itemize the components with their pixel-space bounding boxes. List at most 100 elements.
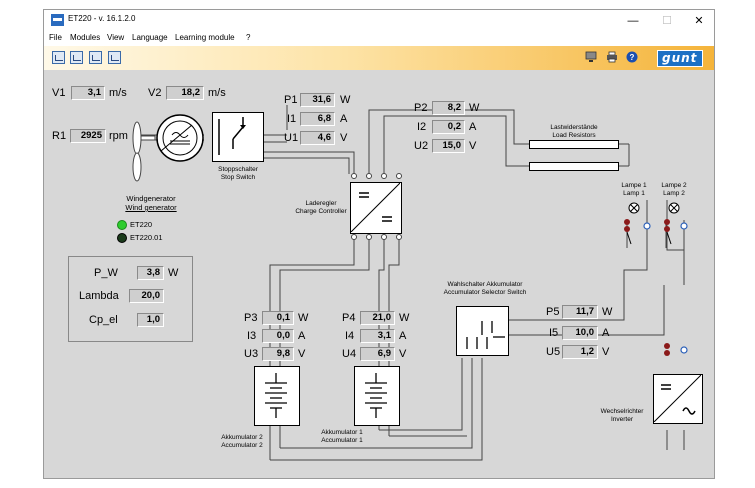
charge-controller-label-en: Charge Controller bbox=[295, 208, 347, 215]
load-resistors-label-de: Lastwiderstände bbox=[550, 124, 598, 131]
u4-unit: V bbox=[399, 348, 407, 360]
stop-switch-box[interactable] bbox=[212, 112, 264, 162]
selector-switch-box[interactable] bbox=[456, 306, 509, 356]
v2-label: V2 bbox=[148, 87, 162, 99]
accumulator-1-label-en: Accumulator 1 bbox=[321, 437, 363, 444]
inverter-box[interactable] bbox=[653, 374, 703, 424]
u4-value: 6,9 bbox=[360, 347, 395, 361]
i3-unit: A bbox=[298, 330, 306, 342]
led-et220-icon bbox=[117, 220, 127, 230]
lamp-1-label-de: Lampe 1 bbox=[621, 182, 647, 189]
stop-switch-label-en: Stop Switch bbox=[220, 174, 256, 181]
close-button[interactable]: ✕ bbox=[694, 15, 704, 27]
menu-view[interactable]: View bbox=[107, 33, 125, 42]
p3-label: P3 bbox=[244, 312, 258, 324]
p1-unit: W bbox=[340, 94, 351, 106]
gunt-logo: gunt bbox=[657, 50, 703, 67]
i3-label: I3 bbox=[247, 330, 257, 342]
i2-label: I2 bbox=[417, 121, 427, 133]
help-icon[interactable]: ? bbox=[626, 51, 638, 63]
inverter-label-de: Wechselrichter bbox=[600, 408, 644, 415]
v2-value: 18,2 bbox=[166, 86, 204, 100]
p5-label: P5 bbox=[546, 306, 560, 318]
cpel-label: Cp_el bbox=[89, 314, 118, 326]
led-et22001-icon bbox=[117, 233, 127, 243]
p2-unit: W bbox=[469, 102, 480, 114]
dc-dc-converter-icon bbox=[350, 182, 401, 233]
u3-value: 9,8 bbox=[262, 347, 294, 361]
lamp-circuit bbox=[624, 202, 688, 356]
menu-help[interactable]: ? bbox=[246, 33, 251, 42]
p1-value: 31,6 bbox=[300, 93, 335, 107]
menu-bar: File Modules View Language Learning modu… bbox=[44, 32, 714, 46]
u2-label: U2 bbox=[414, 140, 429, 152]
u2-value: 15,0 bbox=[432, 139, 465, 153]
i1-unit: A bbox=[340, 113, 348, 125]
pw-unit: W bbox=[168, 267, 179, 279]
u1-label: U1 bbox=[284, 132, 299, 144]
i2-value: 0,2 bbox=[432, 120, 465, 134]
i5-value: 10,0 bbox=[562, 326, 598, 340]
p4-unit: W bbox=[399, 312, 410, 324]
lamp-1-label-en: Lamp 1 bbox=[623, 190, 645, 197]
u5-unit: V bbox=[602, 346, 610, 358]
led-et22001-label: ET220.01 bbox=[130, 233, 163, 242]
selector-switch-label-de: Wahlschalter Akkumulator bbox=[447, 281, 523, 288]
i4-label: I4 bbox=[345, 330, 355, 342]
menu-file[interactable]: File bbox=[49, 33, 62, 42]
chart-icon-2[interactable] bbox=[70, 51, 83, 64]
dc-ac-inverter-icon bbox=[653, 374, 702, 423]
v1-unit: m/s bbox=[109, 87, 127, 99]
p1-label: P1 bbox=[284, 94, 298, 106]
r1-label: R1 bbox=[52, 130, 67, 142]
p3-unit: W bbox=[298, 312, 309, 324]
load-resistor-2 bbox=[529, 162, 619, 171]
maximize-button[interactable]: ☐ bbox=[662, 15, 672, 27]
controller-terminals bbox=[351, 173, 402, 240]
monitor-icon[interactable] bbox=[585, 51, 597, 63]
app-icon bbox=[51, 14, 64, 26]
printer-icon[interactable] bbox=[606, 51, 618, 63]
chart-icon-3[interactable] bbox=[89, 51, 102, 64]
battery-icon bbox=[365, 373, 387, 418]
p2-value: 8,2 bbox=[432, 101, 465, 115]
title-bar: ET220 - v. 16.1.2.0 — ☐ ✕ bbox=[44, 10, 714, 32]
battery-icon bbox=[265, 373, 287, 418]
accumulator-2-box[interactable] bbox=[254, 366, 300, 426]
accumulator-1-label-de: Akkumulator 1 bbox=[321, 429, 363, 436]
i3-value: 0,0 bbox=[262, 329, 294, 343]
pw-label: P_W bbox=[94, 267, 118, 279]
charge-controller-label-de: Laderegler bbox=[305, 200, 337, 207]
led-et220-label: ET220 bbox=[130, 220, 153, 229]
accumulator-1-box[interactable] bbox=[354, 366, 400, 426]
menu-learning-module[interactable]: Learning module bbox=[175, 33, 235, 42]
charge-controller-box[interactable] bbox=[350, 182, 402, 234]
lambda-value: 20,0 bbox=[129, 289, 164, 303]
stop-switch-label-de: Stoppschalter bbox=[218, 166, 258, 173]
menu-language[interactable]: Language bbox=[132, 33, 168, 42]
toolbar: ? gunt bbox=[44, 46, 714, 70]
chart-icon-4[interactable] bbox=[108, 51, 121, 64]
u3-label: U3 bbox=[244, 348, 259, 360]
chart-icon-1[interactable] bbox=[52, 51, 65, 64]
v1-value: 3,1 bbox=[71, 86, 105, 100]
i5-unit: A bbox=[602, 327, 610, 339]
u4-label: U4 bbox=[342, 348, 357, 360]
u1-value: 4,6 bbox=[300, 131, 335, 145]
menu-modules[interactable]: Modules bbox=[70, 33, 101, 42]
wind-generator-label-de: Windgenerator bbox=[126, 194, 176, 203]
wiring-lines bbox=[134, 105, 685, 461]
u1-unit: V bbox=[340, 132, 348, 144]
u5-label: U5 bbox=[546, 346, 561, 358]
switch-icon bbox=[218, 117, 246, 155]
schematic-diagram: V1 3,1 m/s V2 18,2 m/s R1 2925 rpm Stopp… bbox=[44, 70, 714, 478]
minimize-button[interactable]: — bbox=[627, 15, 639, 27]
r1-value: 2925 bbox=[70, 129, 106, 143]
p5-unit: W bbox=[602, 306, 613, 318]
load-resistors-label-en: Load Resistors bbox=[552, 132, 596, 139]
lambda-label: Lambda bbox=[79, 290, 119, 302]
load-resistor-1 bbox=[529, 140, 619, 149]
u5-value: 1,2 bbox=[562, 345, 598, 359]
wind-generator-label-en: Wind generator bbox=[125, 203, 177, 212]
svg-text:?: ? bbox=[630, 53, 635, 62]
